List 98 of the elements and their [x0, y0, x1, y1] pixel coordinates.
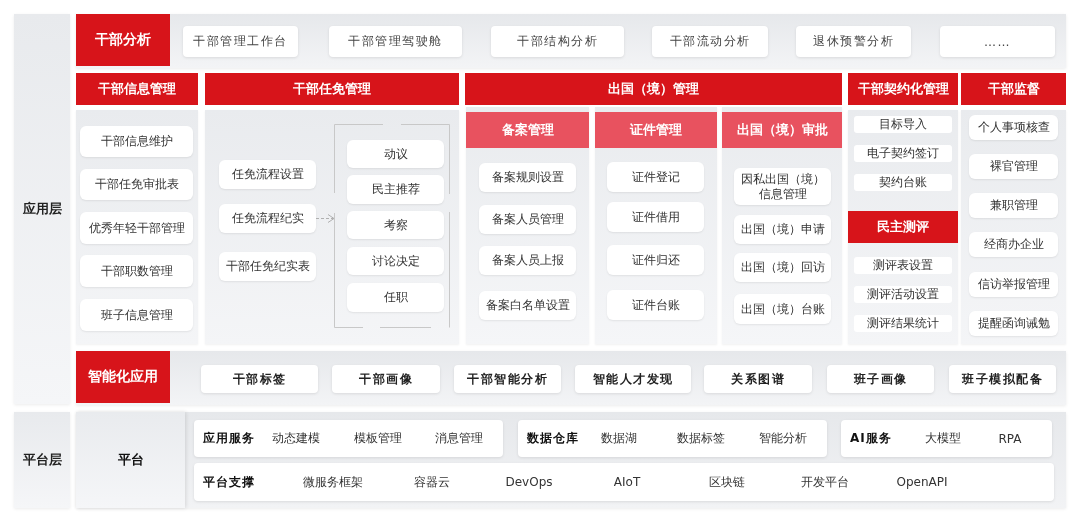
function-box: 干部管理驾驶舱	[329, 26, 462, 57]
service-item: DevOps	[505, 474, 553, 491]
function-box: 裸官管理	[969, 154, 1058, 179]
module-panel	[961, 110, 1066, 344]
service-item: 模板管理	[354, 430, 402, 447]
service-item: 数据湖	[601, 430, 637, 447]
function-box: 证件归还	[607, 245, 704, 275]
section-header: 出国（境）管理	[465, 73, 842, 105]
platform-panel	[76, 412, 1066, 508]
service-item: 大模型	[925, 430, 961, 447]
function-box: 证件借用	[607, 202, 704, 232]
function-box: 个人事项核查	[969, 115, 1058, 140]
function-box: 干部管理工作台	[183, 26, 298, 57]
function-box: 任免流程设置	[219, 160, 316, 189]
submodule-panel	[466, 107, 589, 344]
function-box: 信访举报管理	[969, 272, 1058, 297]
section-tab: 干部分析	[76, 14, 170, 66]
service-item: RPA	[998, 430, 1022, 448]
section-header: 干部任免管理	[205, 73, 459, 105]
section-header: 干部信息管理	[76, 73, 198, 105]
function-box: 测评表设置	[854, 257, 952, 274]
bracket-frame	[334, 124, 450, 328]
service-box	[194, 420, 503, 457]
service-item: 微服务框架	[303, 473, 363, 491]
function-box: 优秀年轻干部管理	[80, 212, 193, 244]
function-box: 任免流程纪实	[219, 204, 316, 233]
section-header: 干部监督	[961, 73, 1066, 105]
service-category: 数据仓库	[527, 430, 579, 447]
function-box: 班子信息管理	[80, 299, 193, 331]
service-item: 智能分析	[759, 430, 807, 447]
function-box: 干部结构分析	[491, 26, 624, 57]
service-category: 平台支撑	[203, 473, 255, 491]
section-tab: 智能化应用	[76, 351, 170, 403]
function-box: 干部任免审批表	[80, 169, 193, 200]
function-box: 智能人才发现	[575, 365, 691, 393]
service-category: 应用服务	[203, 430, 255, 447]
arrow	[315, 214, 335, 223]
service-box	[194, 463, 1054, 501]
module-band	[76, 14, 1066, 68]
module-panel	[205, 110, 459, 344]
function-box: 兼职管理	[969, 193, 1058, 218]
function-box: 契约台账	[854, 174, 952, 191]
service-item: OpenAPI	[896, 474, 948, 491]
function-box: 干部流动分析	[652, 26, 768, 57]
service-item: 动态建模	[272, 430, 320, 447]
function-box: 班子模拟配备	[949, 365, 1056, 393]
layer-band: 平台层	[14, 412, 70, 508]
section-header: 民主测评	[848, 211, 958, 243]
service-item: 区块链	[709, 473, 745, 491]
function-box: 证件登记	[607, 162, 704, 192]
submodule-header: 证件管理	[595, 112, 717, 148]
function-box: 备案人员管理	[479, 205, 576, 234]
function-box: 干部任免纪实表	[219, 252, 316, 281]
function-box: 干部智能分析	[454, 365, 561, 393]
function-box: 关系图谱	[704, 365, 812, 393]
function-box: 备案白名单设置	[479, 291, 576, 320]
function-box: 出国（境）台账	[734, 294, 831, 324]
function-box: 目标导入	[854, 116, 952, 133]
section-header: 干部契约化管理	[848, 73, 958, 105]
function-box: 民主推荐	[347, 175, 444, 204]
function-box: 电子契约签订	[854, 145, 952, 162]
service-category: AI服务	[850, 430, 892, 447]
module-panel	[76, 110, 198, 344]
function-box: 证件台账	[607, 290, 704, 320]
function-box: 讨论决定	[347, 247, 444, 275]
service-item: 数据标签	[677, 430, 725, 447]
module-band	[76, 351, 1066, 405]
function-box: 备案人员上报	[479, 246, 576, 275]
function-box: ……	[940, 26, 1055, 57]
service-box	[518, 420, 827, 457]
function-box: 经商办企业	[969, 232, 1058, 257]
submodule-header: 备案管理	[466, 112, 589, 148]
function-box: 班子画像	[827, 365, 934, 393]
service-item: 开发平台	[801, 473, 849, 491]
function-box: 干部职数管理	[80, 255, 193, 287]
function-box: 测评结果统计	[854, 315, 952, 332]
function-box: 测评活动设置	[854, 286, 952, 303]
submodule-panel	[722, 107, 842, 344]
function-box: 提醒函询诫勉	[969, 311, 1058, 336]
function-box: 动议	[347, 140, 444, 168]
function-box: 备案规则设置	[479, 163, 576, 192]
submodule-header: 出国（境）审批	[722, 112, 842, 148]
service-item: 容器云	[414, 473, 450, 491]
function-box: 任职	[347, 283, 444, 312]
function-box: 出国（境）申请	[734, 215, 831, 244]
function-box: 干部信息维护	[80, 126, 193, 157]
module-panel	[848, 110, 958, 344]
function-box: 干部画像	[332, 365, 440, 393]
service-item: 消息管理	[435, 430, 483, 447]
function-box: 因私出国（境）信息管理	[734, 168, 831, 205]
service-item: AIoT	[613, 474, 641, 491]
function-box: 出国（境）回访	[734, 253, 831, 282]
function-box: 退休预警分析	[796, 26, 911, 57]
layer-band: 应用层	[14, 14, 70, 404]
submodule-panel	[595, 107, 717, 344]
function-box: 干部标签	[201, 365, 318, 393]
service-box	[841, 420, 1052, 457]
function-box: 考察	[347, 211, 444, 239]
